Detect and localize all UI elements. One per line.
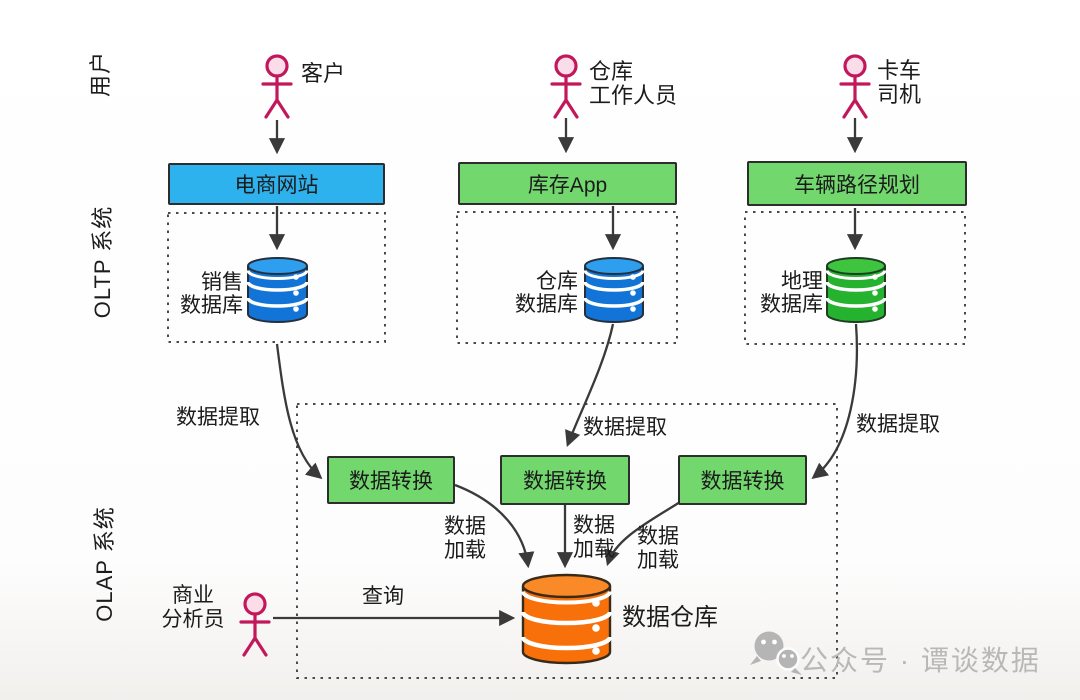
- sales-db-label-line2: 数据库: [180, 294, 243, 317]
- transform-box-3: 数据转换: [678, 455, 807, 505]
- business-analyst-label-line2: 分析员: [161, 608, 225, 631]
- arrow-extract-1: [275, 343, 323, 480]
- section-label-olap: OLAP 系统: [92, 506, 117, 622]
- geo-db-label-line1: 地理: [781, 270, 823, 293]
- load-label-2-line1: 数据: [573, 514, 615, 537]
- business-analyst-label: 商业 分析员: [157, 584, 229, 632]
- arrow-load-1: [454, 483, 535, 569]
- app-box-inventory: 库存App: [458, 162, 677, 205]
- data-warehouse-label: 数据仓库: [622, 604, 718, 631]
- business-analyst-label-line1: 商业: [172, 584, 214, 607]
- customer-figure: [261, 54, 293, 119]
- truck-driver-figure: [839, 54, 871, 119]
- load-label-2-line2: 加载: [573, 538, 615, 561]
- arrow-extract-2: [565, 323, 615, 448]
- section-label-users: 用户: [88, 50, 113, 98]
- business-analyst-figure: [239, 592, 271, 657]
- watermark-text: 公众号 · 谭谈数据: [800, 645, 1041, 676]
- load-label-2: 数据 加载: [560, 514, 628, 562]
- warehouse-staff-label-line1: 仓库: [589, 59, 634, 84]
- arrow-extract-3: [811, 323, 859, 479]
- truck-driver-label-line1: 卡车: [877, 58, 922, 83]
- arrow-load-3: [604, 501, 681, 567]
- truck-driver-label: 卡车 司机: [877, 59, 921, 107]
- geo-db-cylinder: [825, 257, 887, 323]
- sales-db-label: 销售 数据库: [157, 271, 243, 317]
- load-label-1: 数据 加载: [431, 515, 499, 563]
- load-label-1-line1: 数据: [444, 515, 486, 538]
- app-box-routing: 车辆路径规划: [747, 161, 967, 206]
- load-label-3: 数据 加载: [624, 525, 692, 573]
- warehouse-staff-label: 仓库 工作人员: [589, 60, 677, 108]
- transform-box-2: 数据转换: [500, 455, 630, 505]
- extract-label-3: 数据提取: [856, 413, 940, 436]
- data-warehouse-cylinder: [520, 573, 613, 665]
- app-box-ecommerce: 电商网站: [168, 163, 385, 205]
- oltp-zone-sales: [167, 212, 386, 343]
- geo-db-label-line2: 数据库: [760, 293, 823, 316]
- sales-db-cylinder: [246, 257, 309, 323]
- query-label: 查询: [362, 585, 404, 608]
- warehouse-staff-label-line2: 工作人员: [589, 83, 678, 108]
- warehouse-db-label: 仓库 数据库: [492, 270, 578, 316]
- load-label-3-line1: 数据: [637, 525, 679, 548]
- extract-label-2: 数据提取: [583, 416, 667, 439]
- sales-db-label-line1: 销售: [201, 271, 243, 294]
- section-label-oltp: OLTP 系统: [90, 205, 115, 319]
- transform-box-1: 数据转换: [327, 456, 455, 504]
- customer-label: 客户: [301, 61, 346, 86]
- warehouse-staff-figure: [550, 54, 582, 119]
- load-label-3-line2: 加载: [637, 549, 679, 572]
- extract-label-1: 数据提取: [176, 406, 260, 429]
- warehouse-db-label-line1: 仓库: [536, 270, 578, 293]
- load-label-1-line2: 加载: [444, 539, 486, 562]
- geo-db-label: 地理 数据库: [737, 270, 823, 316]
- warehouse-db-cylinder: [583, 257, 645, 323]
- truck-driver-label-line2: 司机: [877, 82, 922, 107]
- wechat-icon: [750, 631, 802, 675]
- warehouse-db-label-line2: 数据库: [515, 293, 578, 316]
